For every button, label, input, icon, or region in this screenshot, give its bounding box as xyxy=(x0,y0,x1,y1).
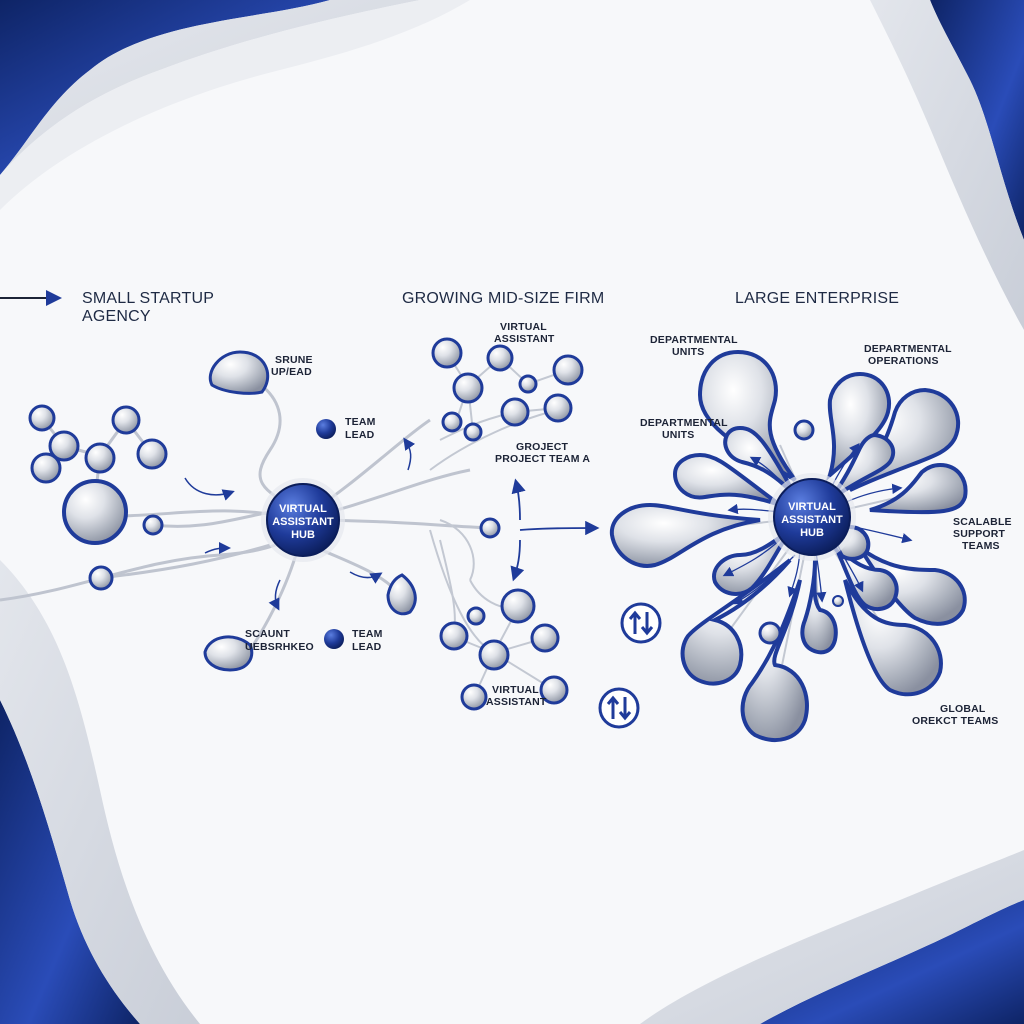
stage1-title-line1: SMALL STARTUP xyxy=(82,290,214,307)
stage2-va-bottom-b: ASSISTANT xyxy=(486,696,547,708)
stage1-network: VIRTUAL ASSISTANT HUB SRUNE UP/EAD TEAM … xyxy=(0,350,491,672)
wave-top-left-grey xyxy=(0,0,420,175)
stage2-va-top-a: VIRTUAL xyxy=(500,321,547,333)
wave-top-right-grey xyxy=(870,0,1024,330)
stage3-dept2-a: DEPARTMENTAL xyxy=(640,417,728,429)
stage2-va-top-b: ASSISTANT xyxy=(494,333,555,345)
stage3-dept2-b: UNITS xyxy=(662,429,695,441)
stage2-network: VIRTUAL ASSISTANT GROJECT PROJECT TEAM A… xyxy=(429,321,600,711)
stage3-scalable-b: SUPPORT xyxy=(953,528,1006,540)
stage2-project-b: PROJECT TEAM A xyxy=(495,453,590,465)
stage1-team-lead-bottom-a: TEAM xyxy=(352,628,383,640)
stage3-ops-a: DEPARTMENTAL xyxy=(864,343,952,355)
stage1-hub xyxy=(266,483,340,557)
wave-bottom-right-blue xyxy=(760,900,1024,1024)
stage3-hub xyxy=(773,478,851,556)
stage3-network: VIRTUAL ASSISTANT HUB DEPARTMENTAL UNITS… xyxy=(609,334,1012,742)
team-lead-dot-top xyxy=(316,419,336,439)
stage3-global-b: OREKCT TEAMS xyxy=(912,715,998,727)
stage3-hub-line1: VIRTUAL xyxy=(788,501,836,513)
stage1-label-bottom-b: UEBSRHKEO xyxy=(245,641,314,653)
section-titles: SMALL STARTUP AGENCY GROWING MID-SIZE FI… xyxy=(0,290,899,325)
stage3-dept1-b: UNITS xyxy=(672,346,705,358)
stage3-dept1-a: DEPARTMENTAL xyxy=(650,334,738,346)
team-lead-dot-bottom xyxy=(324,629,344,649)
stage2-va-bottom-a: VIRTUAL xyxy=(492,684,539,696)
stage2-title: GROWING MID-SIZE FIRM xyxy=(402,290,604,307)
stage3-scalable-a: SCALABLE xyxy=(953,516,1012,528)
up-down-arrows-icon xyxy=(620,602,662,644)
stage3-ops-b: OPERATIONS xyxy=(868,355,939,367)
stage2-project-a: GROJECT xyxy=(516,441,569,453)
stage1-hub-line3: HUB xyxy=(291,529,315,541)
wave-bottom-right-grey xyxy=(640,850,1024,1024)
stage1-hub-line2: ASSISTANT xyxy=(272,516,334,528)
up-down-arrows-icon xyxy=(598,687,640,729)
stage1-label-bottom-a: SCAUNT xyxy=(245,628,290,640)
stage1-team-lead-top-a: TEAM xyxy=(345,416,376,428)
stage3-scalable-c: TEAMS xyxy=(962,540,1000,552)
stage1-team-lead-top-b: LEAD xyxy=(345,429,375,441)
stage1-hub-line1: VIRTUAL xyxy=(279,503,327,515)
stage1-large-node xyxy=(62,479,128,545)
wave-bottom-left-grey xyxy=(0,560,200,1024)
wave-top-left-soft xyxy=(0,0,470,210)
stage3-global-a: GLOBAL xyxy=(940,703,986,715)
wave-top-right-blue xyxy=(930,0,1024,240)
stage1-team-lead-bottom-b: LEAD xyxy=(352,641,382,653)
stage3-hub-line2: ASSISTANT xyxy=(781,514,843,526)
wave-top-left-blue xyxy=(0,0,330,175)
stage3-title: LARGE ENTERPRISE xyxy=(735,290,899,307)
stage1-label-top-b: UP/EAD xyxy=(271,366,312,378)
stage3-hub-line3: HUB xyxy=(800,527,824,539)
stage1-label-top-a: SRUNE xyxy=(275,354,313,366)
stage1-title-line2: AGENCY xyxy=(82,308,151,325)
wave-bottom-left-blue xyxy=(0,700,140,1024)
